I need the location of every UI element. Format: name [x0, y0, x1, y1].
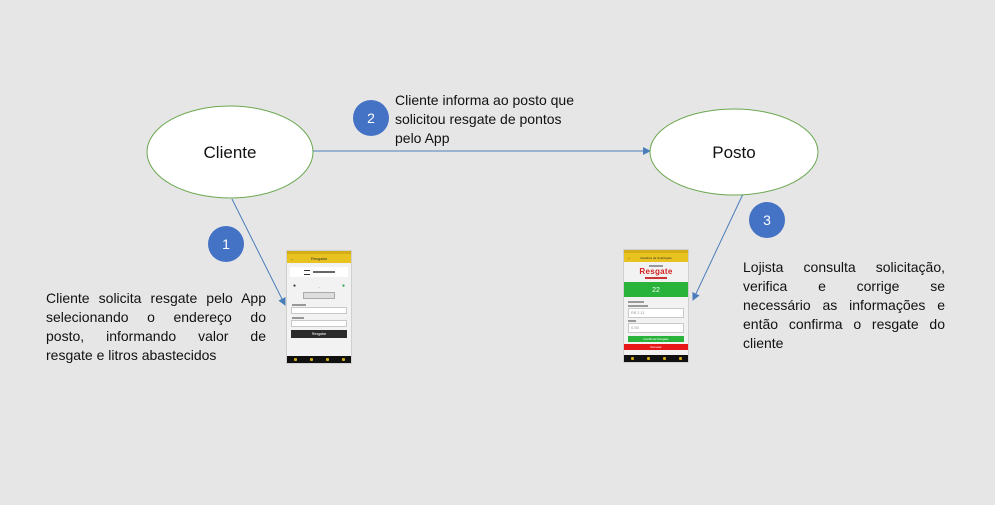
step-1-number: 1 [222, 236, 230, 252]
phone-header: ← Resgatar [287, 254, 351, 263]
step-3-number: 3 [763, 212, 771, 228]
phone-brand: Resgate [624, 265, 688, 279]
phone-bottom-nav [287, 356, 351, 363]
phone-resgatar-button: Resgatar [291, 330, 347, 338]
phone-input-1 [291, 307, 347, 314]
step-1-circle [208, 226, 244, 262]
confirm-button: Confirmar Resgate [628, 336, 684, 342]
step-3-line: Lojista consulta solicitação, [743, 259, 945, 275]
node-posto-label: Posto [712, 143, 755, 162]
equals-icon: → [317, 283, 321, 289]
points-left: ● [293, 283, 297, 289]
points-right: ● [341, 283, 345, 289]
step-1-line: resgate e litros abastecidos [46, 347, 217, 363]
app-screenshot-detalhes: ← Detalhes da Solicitação Resgate 22 R$ … [623, 249, 689, 363]
phone-header: ← Detalhes da Solicitação [624, 253, 688, 262]
phone-field-label [628, 305, 648, 307]
step-2-line: Cliente informa ao posto que [395, 92, 574, 108]
step-1-line: Cliente solicita resgate pelo App [46, 290, 266, 306]
node-cliente-label: Cliente [204, 143, 257, 162]
node-posto [649, 108, 819, 196]
step-2-line: pelo App [395, 130, 450, 146]
phone-header-title: Detalhes da Solicitação [640, 256, 672, 260]
phone-value-input: R$ 2,11 [628, 308, 684, 318]
points-badge: 22 [624, 282, 688, 297]
arrow-cliente-to-app [231, 198, 286, 306]
phone-list-label [312, 271, 335, 273]
step-1-text: Cliente solicita resgate pelo App seleci… [46, 289, 266, 365]
phone-status-bar [624, 250, 688, 253]
cancel-button: Recusar [624, 344, 688, 350]
step-2-text: Cliente informa ao posto que solicitou r… [395, 91, 605, 148]
step-3-line: cliente [743, 335, 784, 351]
list-icon [303, 269, 310, 275]
phone-liters-input: 0,55 [628, 323, 684, 333]
phone-bottom-nav [624, 355, 688, 362]
brand-top-line [649, 265, 663, 267]
step-3-circle [749, 202, 785, 238]
back-arrow-icon: ← [627, 255, 631, 260]
brand-title: Resgate [639, 267, 673, 276]
step-3-line: necessário as informações e [743, 297, 945, 313]
step-1-line: posto, informando valor de [46, 328, 266, 344]
step-2-number: 2 [367, 110, 375, 126]
arrow-posto-to-app [692, 193, 744, 301]
phone-points-row: ● → ● [293, 283, 345, 289]
phone-field-label [292, 304, 306, 306]
phone-field-label [628, 320, 636, 322]
phone-field-label [628, 301, 644, 303]
node-cliente [146, 105, 314, 199]
step-2-circle [353, 100, 389, 136]
app-screenshot-resgatar: ← Resgatar ● → ● Resgatar [286, 250, 352, 364]
step-2-line: solicitou resgate de pontos [395, 111, 562, 127]
back-arrow-icon: ← [290, 256, 294, 261]
phone-input-2 [291, 320, 347, 327]
phone-list-row [290, 267, 348, 277]
step-3-line: verifica e corrige se [743, 278, 945, 294]
phone-header-title: Resgatar [310, 256, 328, 261]
phone-status-bar [287, 251, 351, 254]
phone-small-button [303, 292, 335, 299]
phone-field-label [292, 317, 304, 319]
step-1-line: selecionando o endereço do [46, 309, 266, 325]
brand-subtitle-line [645, 277, 667, 279]
step-3-text: Lojista consulta solicitação, verifica e… [743, 258, 945, 353]
step-3-line: então confirma o resgate do [743, 316, 945, 332]
